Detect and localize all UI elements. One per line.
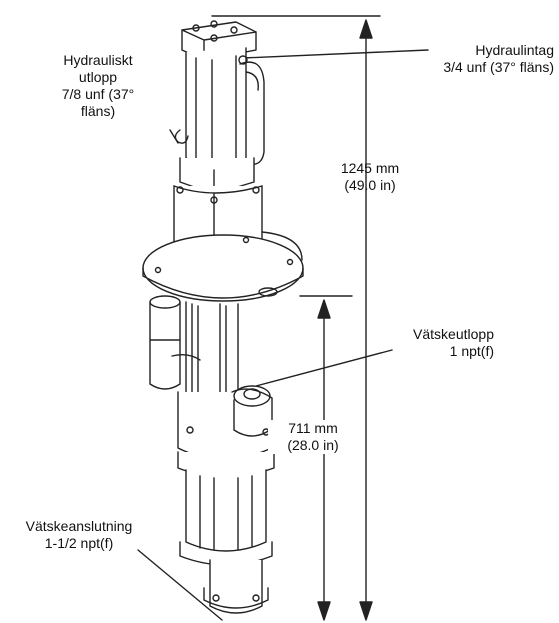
hydraulic-inlet-label: Hydraulintag 3/4 unf (37° fläns) xyxy=(400,42,554,76)
fluid-inlet-line-1: Vätskeanslutning xyxy=(25,518,133,534)
hydraulic-inlet-leader xyxy=(242,49,429,59)
fluid-outlet-label: Vätskeutlopp 1 npt(f) xyxy=(370,326,494,360)
lower-dimension-line xyxy=(299,295,353,621)
fluid-inlet-line-2: 1-1/2 npt(f) xyxy=(44,535,114,551)
hydraulic-outlet-label: Hydrauliskt utlopp 7/8 unf (37° fläns) xyxy=(38,52,158,120)
mounting-flange xyxy=(142,231,304,302)
side-canister xyxy=(149,295,201,390)
fluid-outlet-line-2: 1 npt(f) xyxy=(449,343,494,359)
fluid-outlet-housing xyxy=(177,385,273,460)
fluid-inlet-label: Vätskeanslutning 1-1/2 npt(f) xyxy=(14,518,144,552)
overall-height-mm: 1245 mm xyxy=(340,160,400,176)
hydraulic-outlet-line-4: fläns) xyxy=(80,103,116,119)
lower-height-in: (28.0 in) xyxy=(287,437,339,453)
fluid-inlet-valve xyxy=(203,559,269,614)
lower-height-mm: 711 mm xyxy=(288,420,338,436)
fluid-outlet-line-1: Vätskeutlopp xyxy=(413,326,494,342)
fluid-inlet-leader xyxy=(137,549,223,621)
fluid-outlet-leader xyxy=(255,349,393,387)
hydraulic-outlet-line-1: Hydrauliskt xyxy=(63,52,133,68)
hydraulic-cylinder xyxy=(174,47,265,171)
overall-dimension-line xyxy=(211,15,381,621)
hydraulic-outlet-line-3: 7/8 unf (37° xyxy=(61,86,135,102)
overall-height-in: (49.0 in) xyxy=(344,177,396,193)
lower-height-label: 711 mm (28.0 in) xyxy=(268,420,358,454)
lower-cylinder xyxy=(177,451,275,566)
hydraulic-outlet-line-2: utlopp xyxy=(78,69,118,85)
hydraulic-inlet-line-1: Hydraulintag xyxy=(475,42,554,58)
hydraulic-inlet-line-2: 3/4 unf (37° fläns) xyxy=(443,59,554,75)
overall-height-label: 1245 mm (49.0 in) xyxy=(320,160,420,194)
